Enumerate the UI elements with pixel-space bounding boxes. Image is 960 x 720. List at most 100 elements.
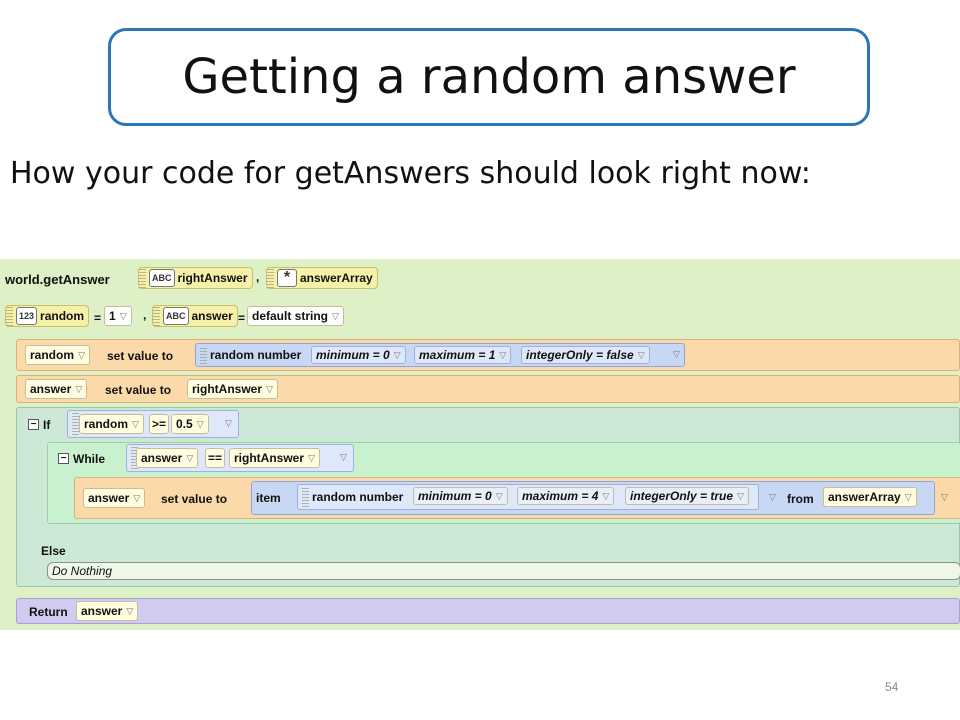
dropdown-arrow-icon[interactable]: ▽ [340,452,347,462]
do-nothing-text: Do Nothing [52,564,113,578]
answer-array-value[interactable]: answerArray▽ [823,487,917,507]
value-text: rightAnswer [234,451,305,465]
from-label: from [787,492,814,506]
dropdown-arrow-icon[interactable]: ▽ [75,383,83,394]
drag-handle-icon[interactable] [131,447,138,469]
drag-handle-icon[interactable] [139,268,146,288]
dropdown-arrow-icon[interactable]: ▽ [737,490,744,501]
maximum-arg[interactable]: maximum = 4▽ [517,487,615,505]
dropdown-arrow-icon[interactable]: ▽ [266,383,273,394]
collapse-toggle-icon[interactable]: − [28,419,39,430]
drag-handle-icon[interactable] [72,413,79,435]
value-text: 1 [109,309,116,323]
do-nothing-placeholder[interactable]: Do Nothing [47,562,960,580]
dropdown-arrow-icon[interactable]: ▽ [308,452,315,463]
maximum-arg[interactable]: maximum = 1▽ [414,346,512,364]
dropdown-arrow-icon[interactable]: ▽ [133,492,141,503]
function-name: item [256,491,281,505]
value-text: answer [81,604,123,618]
dropdown-arrow-icon[interactable]: ▽ [225,418,232,428]
method-name: world.getAnswer [5,272,110,287]
return-label: Return [29,605,68,619]
locals-comma: , [143,308,147,322]
arg-text: maximum = 1 [419,348,496,362]
cond-right-value[interactable]: 0.5▽ [171,414,209,434]
dropdown-arrow-icon[interactable]: ▽ [196,418,204,429]
set-answer-statement[interactable]: answer▽ set value to rightAnswer▽ [16,375,960,403]
operator-text: >= [152,417,167,431]
arg-text: minimum = 0 [316,348,390,362]
minimum-arg[interactable]: minimum = 0▽ [311,346,406,364]
local-answer-value[interactable]: default string▽ [247,306,344,326]
dropdown-arrow-icon[interactable]: ▽ [602,490,610,501]
dropdown-arrow-icon[interactable]: ▽ [332,310,339,321]
page-number: 54 [885,680,899,694]
param-name: answerArray [300,271,373,285]
slide-title: Getting a random answer [182,49,796,105]
local-random[interactable]: 123 random [5,305,90,327]
cond-operator[interactable]: == [205,448,226,468]
dropdown-arrow-icon[interactable]: ▽ [78,349,85,360]
param-comma: , [256,270,260,284]
dropdown-arrow-icon[interactable]: ▽ [673,349,680,359]
dropdown-arrow-icon[interactable]: ▽ [186,452,194,463]
value-text: 0.5 [176,417,193,431]
dropdown-arrow-icon[interactable]: ▽ [637,349,645,360]
title-box: Getting a random answer [108,28,870,126]
if-else-block[interactable]: − If random▽ >= 0.5▽ ▽ − While answer▽ =… [16,407,960,587]
drag-handle-icon[interactable] [6,306,13,326]
number-type-icon: 123 [16,307,38,325]
drag-handle-icon[interactable] [200,346,207,364]
minimum-arg[interactable]: minimum = 0▽ [413,487,508,505]
integer-only-arg[interactable]: integerOnly = false▽ [521,346,650,364]
local-name: answer [191,309,233,323]
arg-text: maximum = 4 [522,489,599,503]
equals-sign: = [238,311,246,325]
cond-left-answer[interactable]: answer▽ [136,448,199,468]
set-answer-random-item[interactable]: answer▽ set value to item random number … [74,477,960,519]
param-answer-array[interactable]: * answerArray [266,267,378,289]
drag-handle-icon[interactable] [267,268,274,288]
dropdown-arrow-icon[interactable]: ▽ [126,605,134,616]
return-value-answer[interactable]: answer▽ [76,601,139,621]
collapse-toggle-icon[interactable]: − [58,453,69,464]
value-text: default string [252,309,329,323]
dropdown-arrow-icon[interactable]: ▽ [499,349,507,360]
string-type-icon: ABC [149,269,175,287]
dropdown-arrow-icon[interactable]: ▽ [495,490,503,501]
drag-handle-icon[interactable] [153,306,160,326]
dropdown-arrow-icon[interactable]: ▽ [393,349,401,360]
code-editor: world.getAnswer ABC rightAnswer , * answ… [0,259,960,630]
dropdown-arrow-icon[interactable]: ▽ [119,310,127,321]
value-text: answer [141,451,183,465]
dropdown-arrow-icon[interactable]: ▽ [941,492,948,502]
dropdown-arrow-icon[interactable]: ▽ [769,492,776,502]
while-label: While [73,452,105,466]
set-target-answer[interactable]: answer▽ [83,488,146,508]
value-text: answerArray [828,490,901,504]
function-name: random number [312,490,404,504]
drag-handle-icon[interactable] [302,487,309,507]
integer-only-arg[interactable]: integerOnly = true▽ [625,487,749,505]
value-text: random [84,417,129,431]
cond-operator[interactable]: >= [149,414,170,434]
set-value-label: set value to [105,383,172,397]
set-target-answer[interactable]: answer▽ [25,379,88,399]
set-value-label: set value to [161,492,228,506]
string-type-icon: ABC [163,307,189,325]
local-random-value[interactable]: 1▽ [104,306,132,326]
param-name: rightAnswer [177,271,248,285]
right-answer-value[interactable]: rightAnswer▽ [187,379,278,399]
function-name: random number [210,348,302,362]
set-random-statement[interactable]: random▽ set value to random number minim… [16,339,960,371]
while-block[interactable]: − While answer▽ == rightAnswer▽ ▽ answer… [47,442,960,524]
return-statement[interactable]: Return answer▽ [16,598,960,624]
dropdown-arrow-icon[interactable]: ▽ [132,418,139,429]
target-text: answer [88,491,130,505]
param-right-answer[interactable]: ABC rightAnswer [138,267,253,289]
cond-right-right-answer[interactable]: rightAnswer▽ [229,448,320,468]
dropdown-arrow-icon[interactable]: ▽ [904,491,912,502]
cond-left-random[interactable]: random▽ [79,414,144,434]
set-target-random[interactable]: random▽ [25,345,90,365]
local-answer[interactable]: ABC answer [152,305,238,327]
